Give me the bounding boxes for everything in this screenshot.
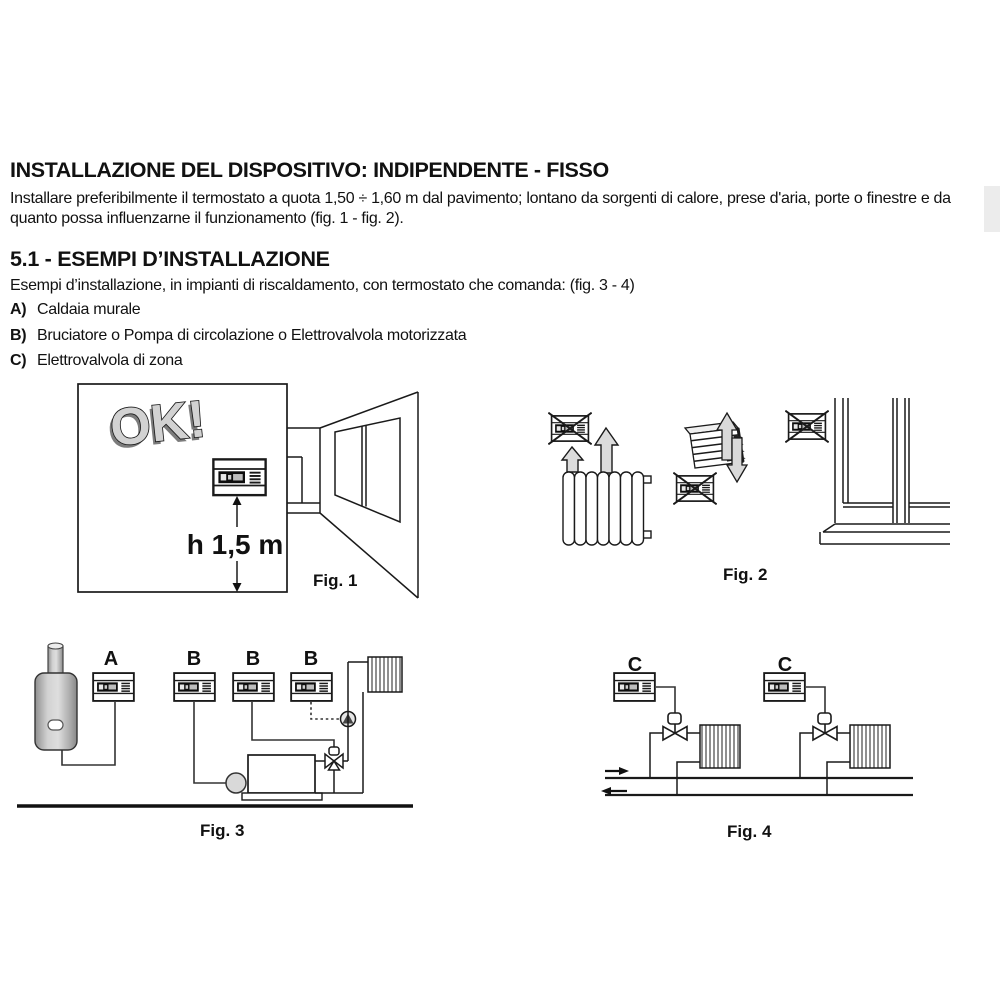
ok-label: OK! OK! — [105, 389, 209, 461]
thermostat-icon — [212, 458, 267, 497]
section-intro: Esempi d’installazione, in impianti di r… — [10, 277, 635, 294]
list-item-key: A) — [10, 301, 27, 318]
zone-valve-icon — [662, 712, 688, 742]
radiator-icon — [367, 656, 403, 693]
list-item: C) Elettrovalvola di zona — [10, 352, 466, 370]
list-item: A) Caldaia murale — [10, 301, 466, 319]
thermostat-icon — [232, 672, 275, 702]
figure-2: Fig. 2 — [530, 398, 950, 584]
crossed-thermostat-icon — [673, 473, 716, 505]
figure-1: OK! OK! h 1,5 m Fig. 1 — [77, 383, 419, 599]
thermostat-icon — [92, 672, 135, 702]
wire-b2 — [251, 702, 335, 747]
wire-a — [61, 702, 116, 766]
height-dimension-arrow — [232, 496, 242, 592]
page-title: INSTALLAZIONE DEL DISPOSITIVO: INDIPENDE… — [10, 158, 609, 182]
heat-up-arrow-icon — [560, 426, 620, 474]
thermostat-label: B — [246, 648, 260, 670]
flow-arrow-icon — [605, 767, 629, 775]
figure-caption: Fig. 2 — [723, 565, 767, 584]
thermostat-icon — [613, 672, 656, 702]
zone-valve-icon — [812, 712, 838, 742]
thermostat-icon — [173, 672, 216, 702]
thermostat-label: C — [778, 654, 792, 676]
figure-3: A B B B Fig. 3 — [17, 642, 413, 840]
pump-icon — [225, 772, 247, 794]
height-label: h 1,5 m — [187, 529, 283, 560]
burner-base — [241, 792, 323, 801]
thermostat-icon — [763, 672, 806, 702]
burner-unit — [247, 754, 316, 794]
boiler-icon — [34, 642, 78, 751]
wire-c2 — [806, 686, 826, 713]
figure-caption: Fig. 1 — [313, 571, 357, 590]
thermostat-label: A — [104, 648, 118, 670]
thermostat-label: C — [628, 654, 642, 676]
list-item-label: Caldaia murale — [37, 301, 141, 318]
piping — [315, 661, 368, 794]
three-way-valve-icon — [324, 746, 344, 771]
intro-paragraph: Installare preferibilmente il termostato… — [10, 190, 951, 227]
list-item: B) Bruciatore o Pompa di circolazione o … — [10, 326, 467, 345]
fan-coil-icon — [683, 411, 749, 484]
section-title: 5.1 - ESEMPI D’INSTALLAZIONE — [10, 247, 330, 271]
examples-list: A) Caldaia murale B) Bruciatore o Pompa … — [10, 301, 467, 378]
list-item-label: Elettrovalvola di zona — [37, 352, 183, 369]
airflow-up-down-arrow-icon — [715, 411, 749, 484]
list-item-label: Bruciatore o Pompa di circolazione o Ele… — [37, 326, 467, 344]
scan-artifact — [984, 186, 1000, 232]
window-icon — [819, 398, 950, 545]
thermostat-icon — [290, 672, 333, 702]
thermostat-label: B — [187, 648, 201, 670]
wire-b3-dashed — [310, 702, 341, 720]
list-item-key: C) — [10, 352, 27, 369]
crossed-thermostat-icon — [548, 413, 591, 445]
radiator-icon — [699, 724, 741, 769]
piping — [649, 732, 700, 795]
crossed-thermostat-icon — [785, 411, 828, 443]
figure-4: C C Fig. 4 — [601, 654, 913, 841]
window-icon — [334, 417, 401, 524]
radiator-icon — [849, 724, 891, 769]
piping — [799, 732, 850, 795]
figure-caption: Fig. 4 — [727, 822, 772, 841]
wire-b1 — [193, 702, 226, 784]
ok-label-shadow: OK! — [105, 393, 206, 461]
figure-caption: Fig. 3 — [200, 821, 244, 840]
ok-label-face: OK! — [107, 390, 208, 458]
return-arrow-icon — [601, 787, 627, 795]
radiator-icon — [562, 471, 652, 546]
thermostat-label: B — [304, 648, 318, 670]
room-perspective — [287, 391, 419, 599]
wire-c1 — [656, 686, 676, 713]
list-item-key: B) — [10, 326, 27, 344]
